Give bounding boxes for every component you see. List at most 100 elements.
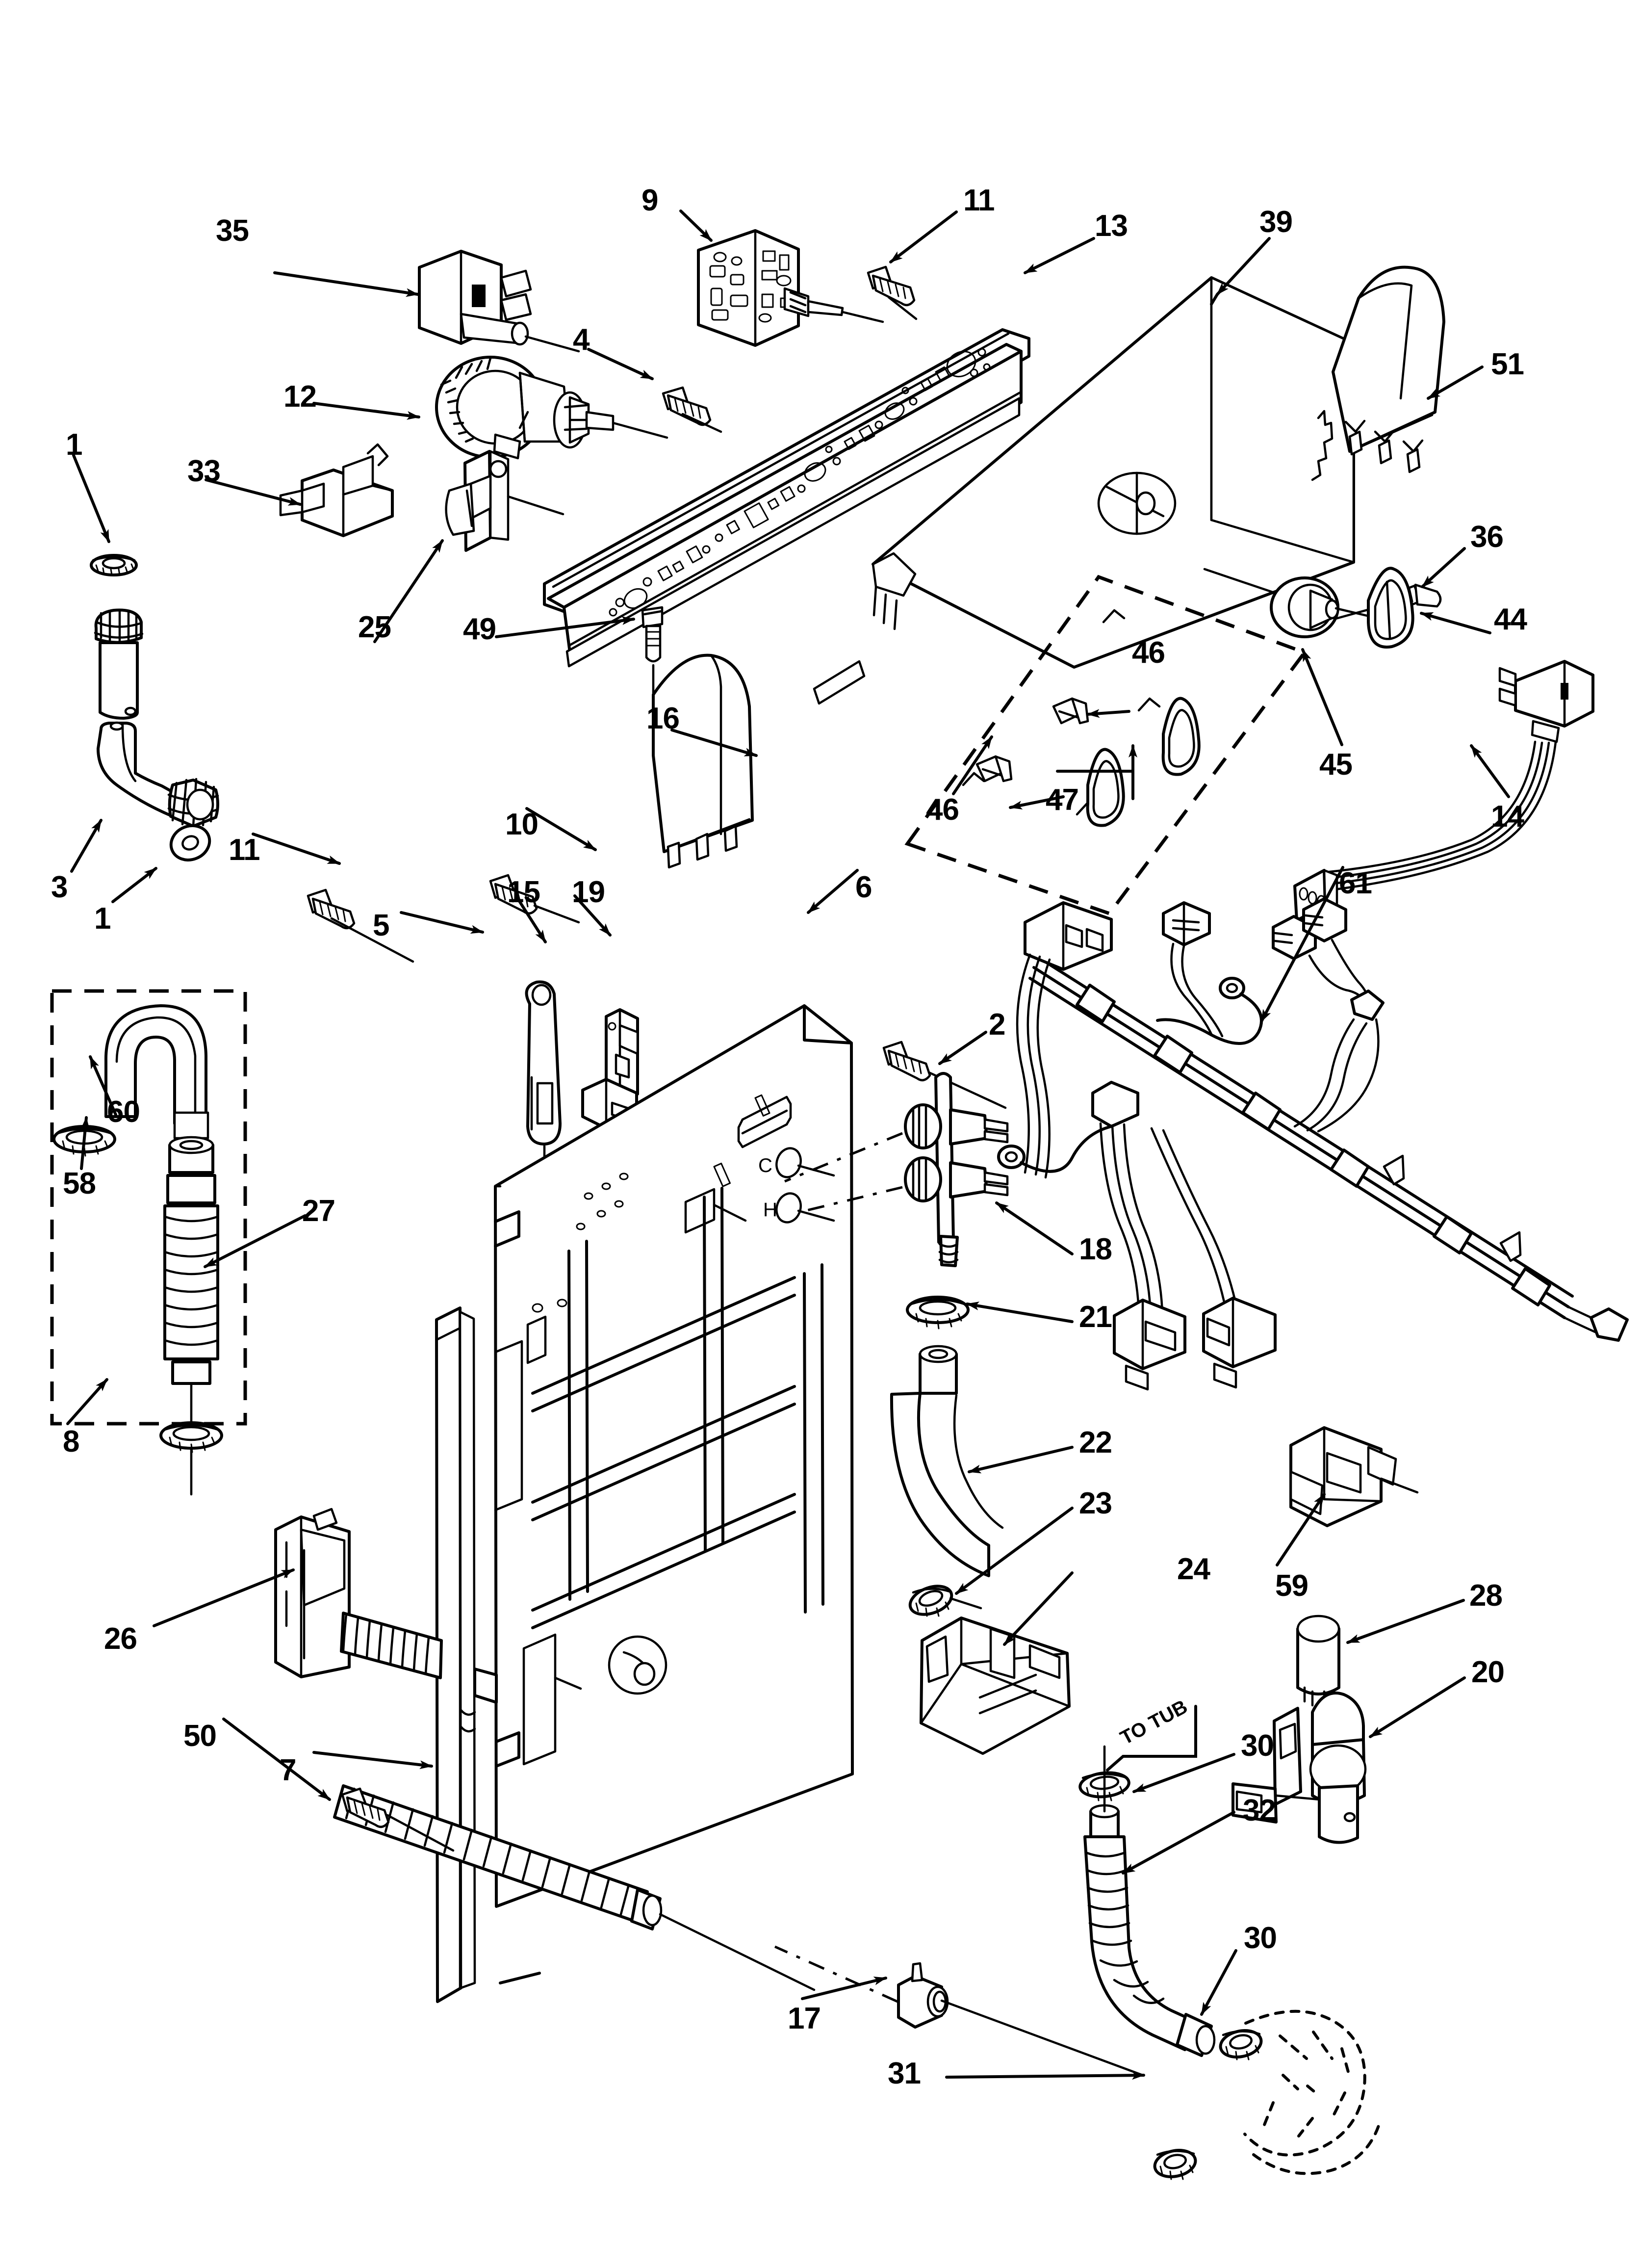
part-22-fill-hose [890,1345,1004,1577]
part-31-clamp [1153,2149,1197,2180]
callout-46-upper: 46 [1132,636,1165,670]
plain-leader-lines [499,293,1219,1984]
callout-13: 13 [1095,209,1128,243]
part-16-end-cap-left [652,653,754,869]
part-24-mounting-bracket [920,1616,1071,1755]
callout-18: 18 [1079,1232,1112,1266]
part-3-inlet-hose [94,608,219,828]
part-45-knob [1203,568,1375,638]
part-20-drain-pump [1232,1691,1367,1844]
part-49-screw [641,606,664,699]
callout-49: 49 [463,612,496,646]
callout-20: 20 [1471,1655,1505,1689]
part-2-screw [882,1041,1007,1109]
callout-2: 2 [989,1008,1005,1042]
callout-47: 47 [1046,783,1079,817]
part-33-bracket [279,443,394,537]
part-12-timer [435,356,668,460]
part-15-latch-lever [525,980,562,1214]
part-23-clamp [908,1585,982,1617]
callout-59: 59 [1275,1569,1308,1603]
to-tub-bracket [1106,1705,1197,1772]
callout-3: 3 [51,870,68,904]
callout-leader-lines [66,209,1510,2080]
callout-1-top: 1 [66,428,82,462]
callout-44: 44 [1494,602,1527,636]
callout-25: 25 [358,610,391,644]
callout-47-bracket [1056,744,1137,800]
callout-23: 23 [1079,1486,1112,1520]
callout-12: 12 [283,380,317,414]
part-9-control-board [697,229,884,347]
callout-46-lower: 46 [926,793,959,827]
part-18-water-valve [784,1072,1009,1267]
callout-50: 50 [183,1719,217,1753]
harness-tape-wraps [1076,984,1551,1306]
part-25-clip [445,450,564,552]
callout-14: 14 [1491,800,1524,834]
callout-6: 6 [855,870,872,904]
callout-32: 32 [1243,1794,1276,1827]
part-26-support-bracket [274,1508,816,1991]
callout-33: 33 [187,454,221,488]
callout-1-mid: 1 [94,902,111,936]
part-6-rear-panel [494,1004,854,1908]
hot-inlet-label: H [763,1199,777,1221]
part-47-knob-pointer-b [1086,748,1125,827]
callout-4: 4 [573,323,590,357]
callout-9: 9 [641,183,658,217]
part-32-drain-hose [1083,1804,1216,2057]
part-1a-washer-top [90,554,138,576]
callout-15: 15 [507,875,540,909]
part-39-console-rear [813,276,1355,705]
callout-58: 58 [63,1167,96,1200]
callout-8: 8 [63,1425,79,1459]
callout-19: 19 [572,875,605,909]
part-17-hose-coupling [774,1945,1144,2077]
part-14-power-cord [1293,660,1594,922]
callout-27: 27 [302,1194,335,1228]
inlet-port-markers [775,1147,835,1224]
part-11b-screw [307,888,414,963]
callout-17: 17 [788,2002,821,2035]
callout-21: 21 [1079,1300,1112,1334]
callout-60: 60 [107,1095,140,1129]
part-60-siphon-hose [104,1004,209,1140]
callout-22: 22 [1079,1426,1112,1460]
callout-31: 31 [888,2057,921,2090]
callout-30-upper: 30 [1241,1729,1274,1763]
callout-35: 35 [216,214,249,248]
part-8-kit-box [50,989,247,1426]
callout-10: 10 [505,808,539,841]
callout-39: 39 [1259,205,1293,239]
callout-36: 36 [1470,520,1504,554]
callout-11-mid: 11 [229,833,260,867]
callout-30-lower: 30 [1244,1921,1277,1955]
part-59-bracket-clip [1289,1426,1419,1527]
part-46a-pointer [1052,697,1089,725]
part-13-console-panel [543,328,1030,668]
callout-51: 51 [1491,347,1524,381]
part-10-screw [489,874,580,924]
callout-24: 24 [1177,1552,1210,1586]
callout-45: 45 [1319,748,1353,782]
part-50-screw [341,1787,455,1852]
callout-28: 28 [1469,1579,1503,1613]
tub-outline-phantom [1243,2009,1381,2175]
part-19-switch-assembly [581,1008,697,1149]
part-27-drain-hose-segment [159,1136,223,1496]
part-47-knob-pointer-a [1161,697,1201,776]
callout-61: 61 [1339,866,1372,900]
part-1b-washer [169,824,211,861]
part-35-switch [418,250,580,353]
part-46b-pointer [975,755,1013,782]
part-28-capacitor [1296,1615,1340,1707]
callout-26: 26 [104,1622,137,1656]
part-30a-clamp [1078,1745,1130,1813]
callout-7: 7 [280,1753,296,1787]
part-11a-screw [867,265,918,320]
part-21-clamp [906,1296,970,1330]
callout-16: 16 [646,702,680,735]
